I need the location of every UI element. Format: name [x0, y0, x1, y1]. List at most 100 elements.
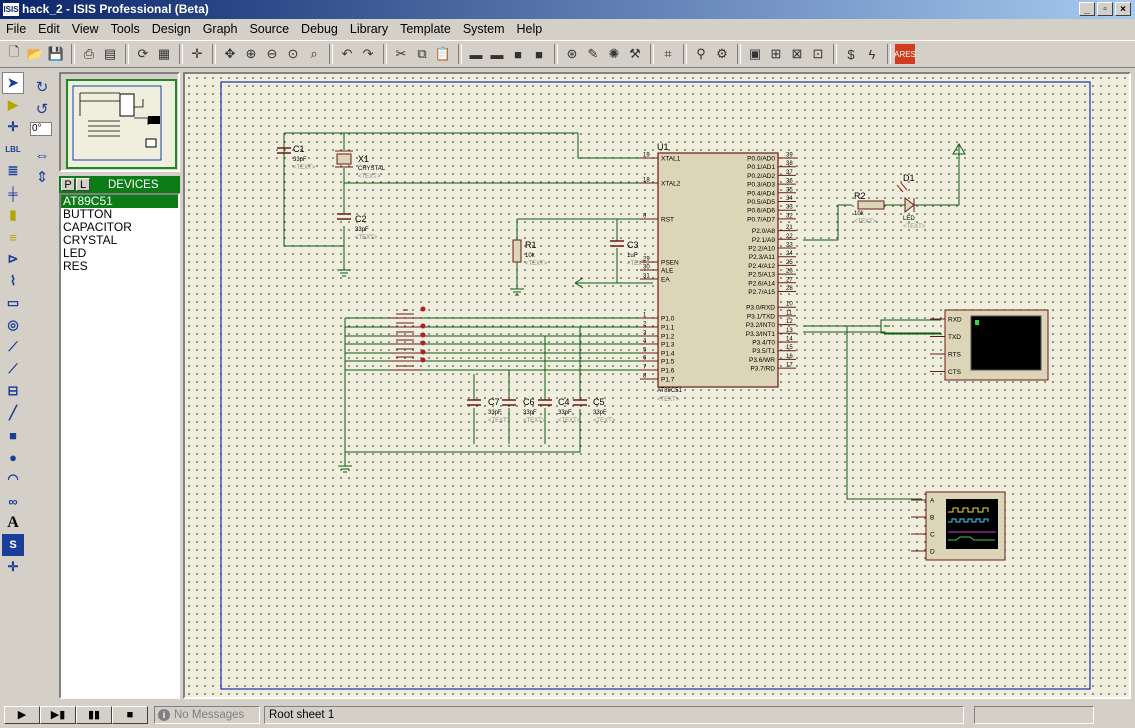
- tape-recorder-icon[interactable]: ▭: [6, 295, 20, 310]
- wire-label-icon[interactable]: LBL: [5, 144, 21, 154]
- bus-icon[interactable]: ╪: [8, 185, 18, 201]
- property-assign-icon[interactable]: ⚙: [716, 46, 728, 61]
- pan-icon[interactable]: ✥: [224, 46, 236, 61]
- decompose-icon[interactable]: ⚒: [629, 46, 641, 61]
- block-rotate-icon[interactable]: ■: [514, 46, 522, 62]
- menu-bar: File Edit View Tools Design Graph Source…: [0, 19, 1135, 39]
- overview-window[interactable]: [59, 72, 180, 172]
- maximize-button[interactable]: ▫: [1097, 2, 1113, 16]
- paste-icon[interactable]: 📋: [434, 46, 452, 61]
- menu-debug[interactable]: Debug: [301, 22, 338, 36]
- selection-arrow-icon[interactable]: ➤: [2, 72, 24, 94]
- add-sheet-icon[interactable]: ⊞: [770, 46, 782, 61]
- netlist-to-ares-icon[interactable]: ARES: [894, 44, 916, 64]
- menu-library[interactable]: Library: [349, 22, 389, 36]
- menu-help[interactable]: Help: [516, 22, 543, 36]
- line-icon[interactable]: ╱: [9, 405, 17, 420]
- device-item[interactable]: BUTTON: [63, 207, 113, 221]
- wire-autorouter-icon[interactable]: ⌗: [664, 46, 672, 61]
- box-icon[interactable]: ■: [9, 427, 17, 443]
- c7-text: <TEXT>: [488, 418, 511, 424]
- save-file-icon[interactable]: 💾: [47, 46, 65, 61]
- library-manager-button[interactable]: L: [76, 178, 90, 191]
- component-icon[interactable]: ▶: [8, 97, 18, 112]
- pick-device-icon[interactable]: ⊛: [566, 46, 578, 61]
- device-pin-icon[interactable]: ⊳: [7, 251, 19, 266]
- device-item[interactable]: RES: [63, 259, 88, 273]
- marker-icon[interactable]: ✛: [7, 559, 19, 574]
- device-item[interactable]: CRYSTAL: [63, 233, 118, 247]
- block-delete-icon[interactable]: ■: [535, 46, 543, 62]
- close-button[interactable]: ×: [1115, 2, 1131, 16]
- device-item[interactable]: AT89C51: [61, 195, 178, 208]
- menu-design[interactable]: Design: [151, 22, 191, 36]
- zoom-all-icon[interactable]: ⊙: [287, 46, 299, 61]
- refresh-icon[interactable]: ⟳: [137, 46, 149, 61]
- zoom-in-icon[interactable]: ⊕: [245, 46, 257, 61]
- print-area-icon[interactable]: ▤: [103, 46, 117, 61]
- bill-of-materials-icon[interactable]: $: [847, 46, 855, 62]
- make-device-icon[interactable]: ✎: [587, 46, 599, 61]
- remove-sheet-icon[interactable]: ⊠: [791, 46, 803, 61]
- virtual-instrument-icon[interactable]: ⊟: [7, 383, 19, 398]
- device-item[interactable]: CAPACITOR: [63, 220, 132, 234]
- menu-view[interactable]: View: [71, 22, 99, 36]
- menu-graph[interactable]: Graph: [202, 22, 238, 36]
- new-file-icon[interactable]: 🗋: [8, 44, 20, 59]
- c5-value: 33pF: [593, 410, 607, 416]
- menu-edit[interactable]: Edit: [38, 22, 60, 36]
- menu-source[interactable]: Source: [249, 22, 290, 36]
- text-script-icon[interactable]: ≣: [7, 163, 19, 178]
- r1-value: 10k: [525, 253, 536, 259]
- block-move-icon[interactable]: ▬: [490, 46, 504, 62]
- d1-value: LED: [903, 216, 915, 222]
- package-tool-icon[interactable]: ✺: [608, 46, 620, 61]
- pause-icon[interactable]: ▮▮: [76, 706, 112, 724]
- new-sheet-icon[interactable]: ▣: [748, 46, 762, 61]
- menu-system[interactable]: System: [462, 22, 505, 36]
- circle-icon[interactable]: ●: [9, 449, 17, 465]
- step-icon[interactable]: ▶▮: [40, 706, 76, 724]
- mirror-vertical-icon[interactable]: ⇕: [35, 169, 49, 186]
- menu-template[interactable]: Template: [400, 22, 451, 36]
- copy-icon[interactable]: ⧉: [417, 46, 427, 61]
- search-tag-icon[interactable]: ⚲: [696, 46, 706, 61]
- redo-icon[interactable]: ↷: [362, 46, 374, 61]
- menu-tools[interactable]: Tools: [110, 22, 140, 36]
- zoom-area-icon[interactable]: ⌕: [310, 46, 318, 61]
- play-icon[interactable]: ▶: [4, 706, 40, 724]
- arc-icon[interactable]: ◠: [7, 471, 19, 486]
- origin-icon[interactable]: ✛: [191, 46, 203, 61]
- device-item[interactable]: LED: [63, 246, 87, 260]
- terminal-icon[interactable]: ≡: [9, 229, 17, 245]
- current-probe-icon[interactable]: ⟋: [8, 361, 18, 376]
- undo-icon[interactable]: ↶: [341, 46, 353, 61]
- generator-icon[interactable]: ◎: [7, 317, 19, 332]
- goto-sheet-icon[interactable]: ⊡: [812, 46, 824, 61]
- grid-icon[interactable]: ▦: [157, 46, 171, 61]
- block-copy-icon[interactable]: ▬: [469, 46, 483, 62]
- minimize-button[interactable]: _: [1079, 2, 1095, 16]
- messages-box[interactable]: i No Messages: [154, 706, 260, 724]
- mirror-horizontal-icon[interactable]: ⇔: [34, 146, 50, 164]
- path-icon[interactable]: ∞: [8, 493, 18, 509]
- pick-devices-button[interactable]: P: [61, 178, 75, 191]
- rotation-angle-field[interactable]: 0°: [30, 122, 52, 136]
- rotate-anticlockwise-icon[interactable]: ↺: [35, 101, 49, 118]
- cut-icon[interactable]: ✂: [395, 46, 407, 61]
- voltage-probe-icon[interactable]: ⟋: [8, 339, 18, 354]
- open-file-icon[interactable]: 📂: [26, 46, 44, 61]
- text-icon[interactable]: A: [7, 514, 19, 531]
- graph-icon[interactable]: ⌇: [9, 273, 17, 288]
- electrical-rules-icon[interactable]: ϟ: [868, 46, 876, 62]
- print-icon[interactable]: ⎙: [83, 46, 95, 61]
- zoom-out-icon[interactable]: ⊖: [266, 46, 278, 61]
- rotate-clockwise-icon[interactable]: ↻: [35, 79, 49, 96]
- junction-icon[interactable]: ✛: [7, 119, 19, 134]
- symbol-icon[interactable]: S: [2, 534, 24, 556]
- stop-icon[interactable]: ■: [112, 706, 148, 724]
- subcircuit-icon[interactable]: ▮: [9, 207, 17, 222]
- menu-file[interactable]: File: [6, 22, 27, 36]
